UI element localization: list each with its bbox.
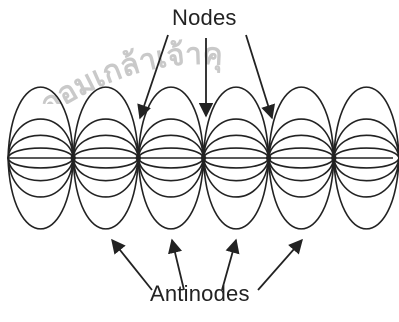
antinode-arrow-1 <box>112 240 152 290</box>
antinodes-label: Antinodes <box>150 281 250 307</box>
antinode-arrow-4 <box>258 240 302 290</box>
standing-wave-loops <box>8 87 399 229</box>
node-arrow-1 <box>140 35 168 118</box>
nodes-label: Nodes <box>172 5 237 31</box>
node-arrow-3 <box>246 35 272 118</box>
